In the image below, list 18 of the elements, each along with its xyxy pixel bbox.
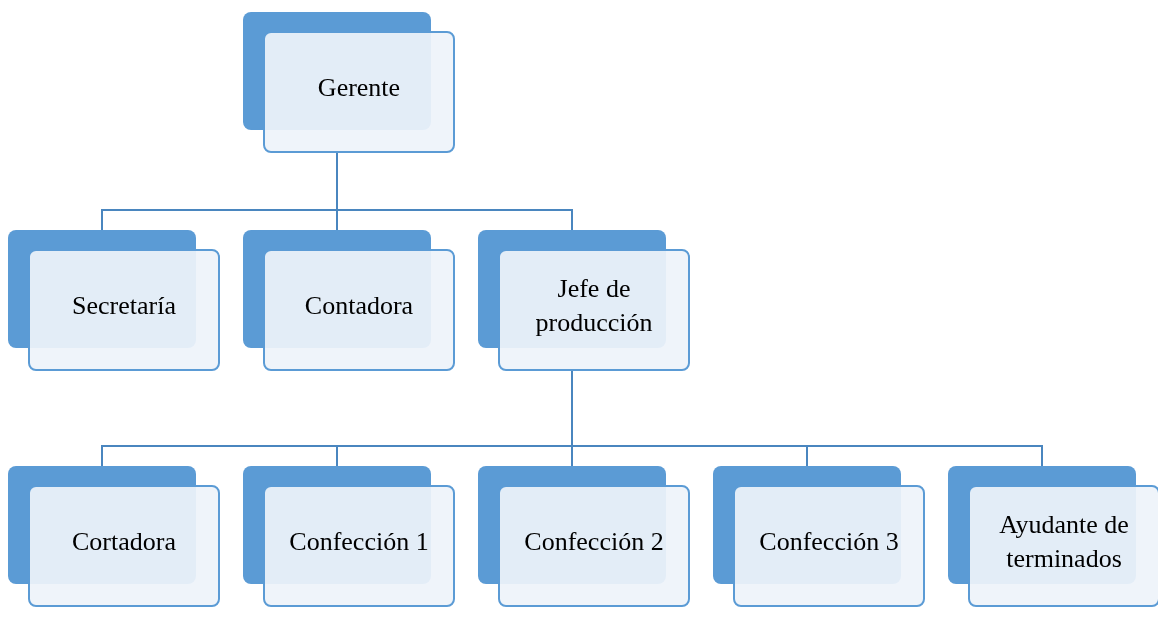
- org-chart-box: [8, 230, 220, 371]
- org-chart-box: [243, 230, 455, 371]
- role-title: Ayudante de terminados: [998, 509, 1130, 575]
- org-chart-box: [8, 466, 220, 607]
- role-title: Confección 3: [758, 526, 900, 558]
- org-chart-box: [713, 466, 925, 607]
- org-chart-box: [243, 466, 455, 607]
- role-title: Contadora: [303, 290, 415, 322]
- org-chart-box: [243, 12, 455, 153]
- role-title: Secretaría: [71, 290, 177, 322]
- role-title: Confección 1: [288, 526, 430, 558]
- org-chart-box: [948, 466, 1158, 607]
- role-title: Confección 2: [523, 526, 665, 558]
- role-title: Cortadora: [71, 526, 177, 558]
- role-title: Gerente: [316, 72, 402, 104]
- org-chart-box: [478, 466, 690, 607]
- org-chart-box: [478, 230, 690, 371]
- role-title: Jefe de producción: [534, 273, 654, 339]
